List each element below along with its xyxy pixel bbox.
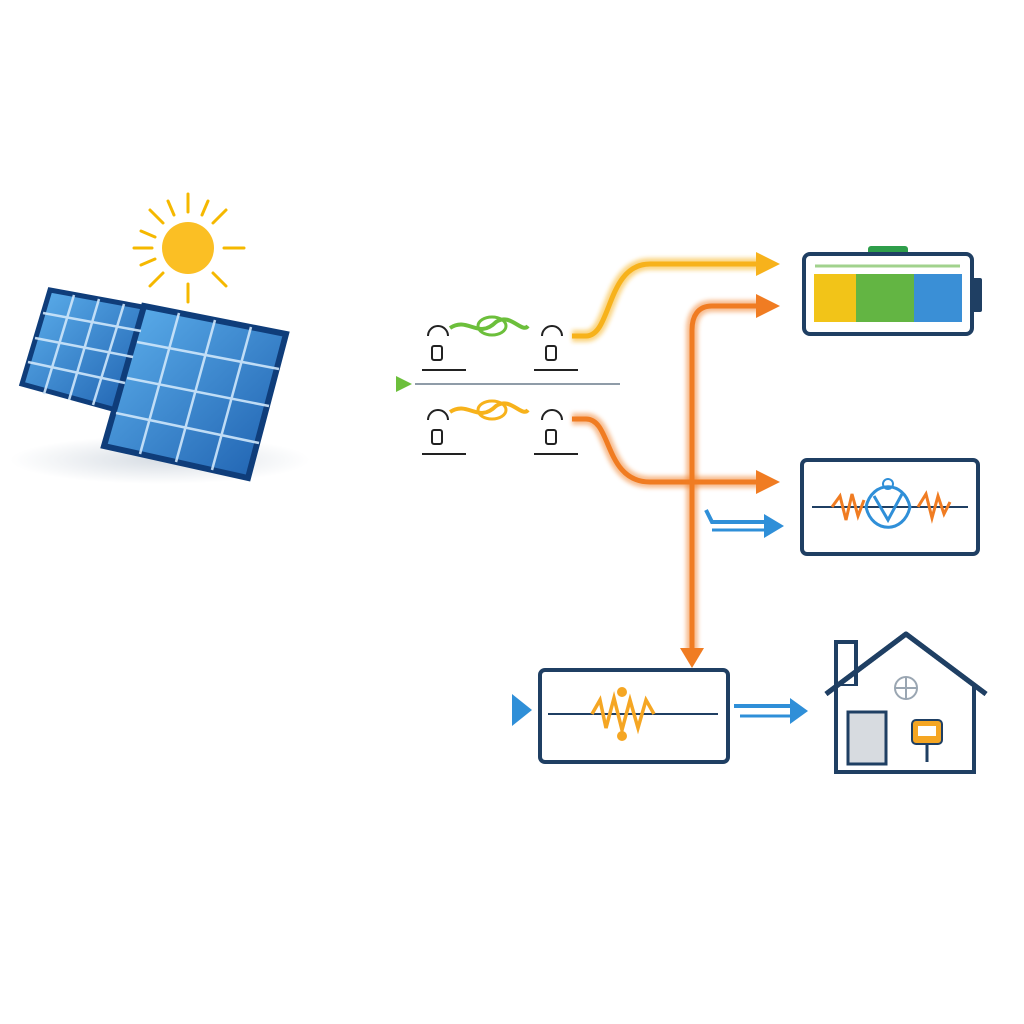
inverter-upper bbox=[800, 458, 980, 556]
waveform-icon bbox=[590, 687, 656, 741]
battery-icon bbox=[802, 246, 982, 336]
meter-icon bbox=[911, 719, 943, 762]
breaker-icon bbox=[422, 325, 466, 371]
breaker-icon bbox=[534, 325, 578, 371]
flow-panel-to-middle bbox=[268, 376, 620, 392]
flow-inverter-to-house bbox=[734, 698, 808, 724]
solar-panel-icon bbox=[10, 287, 310, 484]
flow-vertical-bus bbox=[680, 294, 780, 668]
flow-bus-to-inverter-blue bbox=[704, 509, 784, 538]
breaker-icon bbox=[534, 409, 578, 455]
flow-grid-to-inverter bbox=[210, 694, 532, 726]
connector-icon bbox=[448, 315, 530, 337]
junction-upper bbox=[422, 315, 578, 371]
sun-icon bbox=[132, 192, 246, 304]
waveform-icon bbox=[830, 478, 952, 529]
inverter-lower bbox=[538, 668, 730, 764]
flow-junction-to-inverter bbox=[572, 413, 780, 494]
junction-lower bbox=[422, 399, 578, 455]
breaker-icon bbox=[422, 409, 466, 455]
flow-junction-to-battery bbox=[572, 252, 780, 342]
house-icon bbox=[824, 631, 988, 774]
connector-icon bbox=[448, 399, 530, 421]
